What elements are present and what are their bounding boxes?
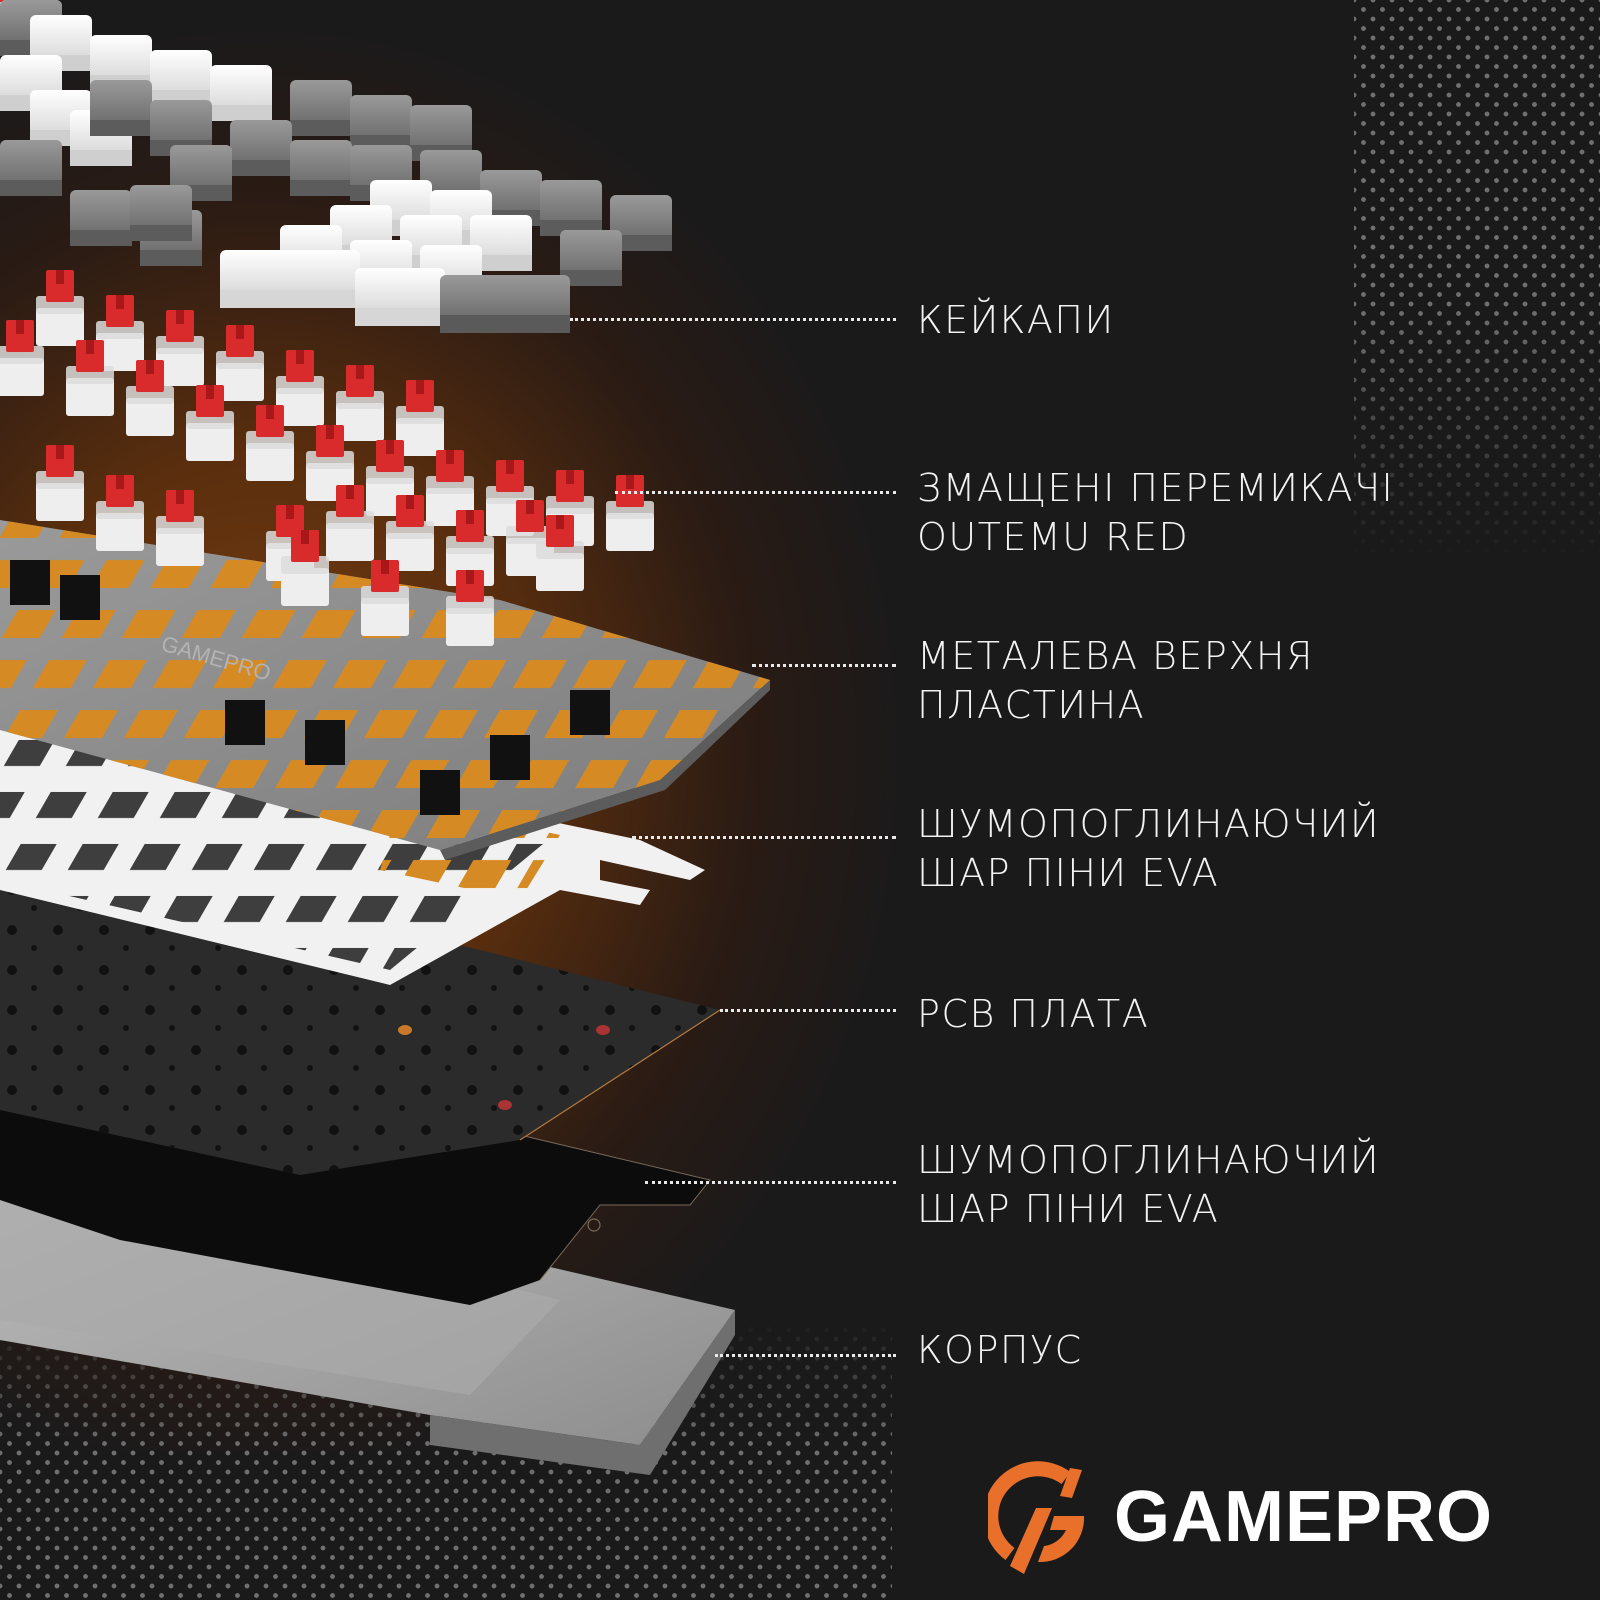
leader-line-foam-top bbox=[632, 836, 896, 839]
label-case: КОРПУС bbox=[917, 1326, 1083, 1375]
label-line: МЕТАЛЕВА ВЕРХНЯ bbox=[917, 634, 1314, 678]
label-line: ШУМОПОГЛИНАЮЧИЙ bbox=[917, 1138, 1381, 1182]
dot-pattern-top-right bbox=[1354, 0, 1600, 560]
pcb-layer bbox=[0, 870, 721, 1175]
gamepro-logo: GAMEPRO bbox=[988, 1458, 1493, 1576]
metal-plate-layer: GAMEPRO bbox=[0, 520, 770, 860]
leader-line-foam-bottom bbox=[645, 1181, 896, 1184]
label-line: ШАР ПІНИ EVA bbox=[917, 851, 1220, 895]
label-line: ШАР ПІНИ EVA bbox=[917, 1187, 1220, 1231]
leader-line-case bbox=[715, 1354, 896, 1357]
label-keycaps: КЕЙКАПИ bbox=[917, 296, 1115, 345]
label-switches: ЗМАЩЕНІ ПЕРЕМИКАЧІ OUTEMU RED bbox=[917, 464, 1394, 562]
label-foam-bottom: ШУМОПОГЛИНАЮЧИЙ ШАР ПІНИ EVA bbox=[917, 1136, 1380, 1234]
leader-line-keycaps bbox=[570, 318, 896, 321]
label-foam-top: ШУМОПОГЛИНАЮЧИЙ ШАР ПІНИ EVA bbox=[917, 800, 1380, 898]
label-line: КЕЙКАПИ bbox=[917, 298, 1115, 342]
exploded-keyboard-illustration: GAMEPRO bbox=[0, 0, 770, 1475]
leader-line-switches bbox=[615, 491, 896, 494]
label-line: КОРПУС bbox=[917, 1328, 1083, 1372]
leader-line-plate bbox=[752, 664, 896, 667]
label-plate: МЕТАЛЕВА ВЕРХНЯ ПЛАСТИНА bbox=[917, 632, 1314, 730]
label-pcb: PCB ПЛАТА bbox=[917, 990, 1149, 1039]
label-line: ПЛАСТИНА bbox=[917, 683, 1146, 727]
label-line: ЗМАЩЕНІ ПЕРЕМИКАЧІ bbox=[917, 466, 1395, 510]
gamepro-logo-mark-icon bbox=[988, 1461, 1085, 1574]
keycaps-layer bbox=[0, 0, 672, 333]
label-line: OUTEMU RED bbox=[917, 515, 1190, 559]
gamepro-wordmark: GAMEPRO bbox=[1114, 1477, 1494, 1557]
label-line: ШУМОПОГЛИНАЮЧИЙ bbox=[917, 802, 1381, 846]
leader-line-pcb bbox=[720, 1009, 896, 1012]
label-line: PCB ПЛАТА bbox=[917, 992, 1150, 1036]
